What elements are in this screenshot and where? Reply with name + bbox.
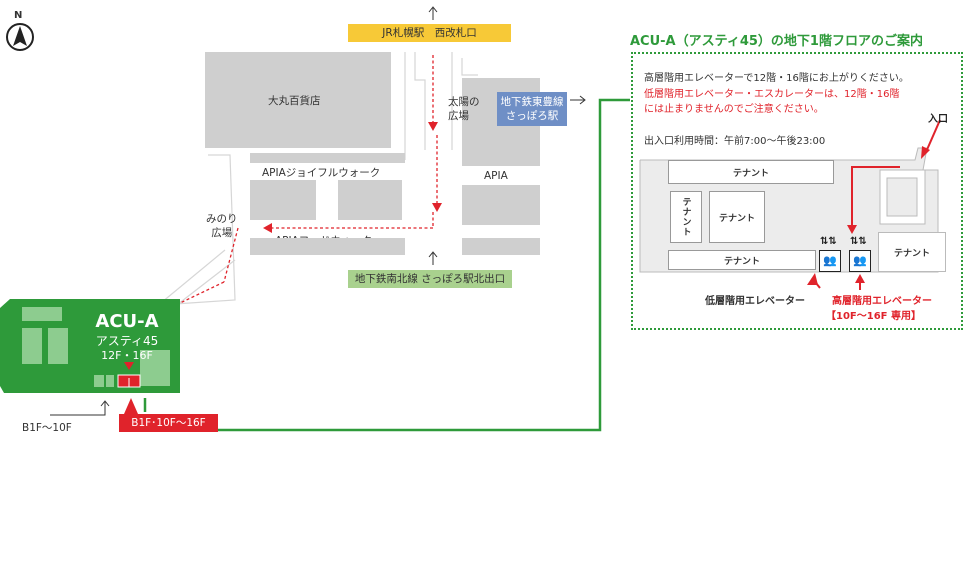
building-sub: アスティ45 (95, 334, 159, 348)
apia-joyful-label: APIAジョイフルウォーク (262, 167, 381, 179)
compass-north-icon (6, 23, 34, 51)
jr-station-tag[interactable]: JR札幌駅 西改札口 (348, 24, 511, 42)
low-elevator-label: 低層階用エレベーター (705, 296, 805, 307)
guide-panel: 高層階用エレベーターで12階・16階にお上がりください。 低層階用エレベーター・… (631, 52, 963, 330)
elevator-updown-icon: ⇅⇅ (850, 236, 867, 247)
tenant-right[interactable]: テナント (878, 232, 946, 272)
block-joyful-left (250, 180, 316, 220)
route-dashed-line (154, 55, 442, 316)
apia-label: APIA (484, 170, 508, 182)
guide-line3: には止まりませんのでご注意ください。 (644, 104, 824, 115)
tenant-middle[interactable]: テナント (709, 191, 765, 243)
b1-floor-label: B1F〜10F (22, 422, 72, 434)
tenant-vertical[interactable]: テナント (670, 191, 702, 243)
nanboku-exit-tag[interactable]: 地下鉄南北線 さっぽろ駅北出口 (348, 270, 512, 288)
tenant-top[interactable]: テナント (668, 160, 834, 184)
elevator-people-icon: 👥 (819, 250, 841, 272)
elevator-updown-icon: ⇅⇅ (820, 236, 837, 247)
apia-block (462, 185, 540, 225)
tenant-bottom[interactable]: テナント (668, 250, 816, 270)
daimaru-block (205, 52, 391, 148)
elevator-badge[interactable]: B1F･10F〜16F (119, 414, 218, 432)
low-elevator-icon[interactable]: ⇅⇅ 👥 (818, 236, 842, 274)
building-name: ACU-A (95, 311, 159, 332)
block-east-lower (462, 238, 540, 255)
entrance-label: 入口 (928, 114, 948, 125)
guide-line2: 低層階用エレベーター・エスカレーターは、12階・16階 (644, 89, 900, 100)
block-joyful-right (338, 180, 402, 220)
elevator-people-icon: 👥 (849, 250, 871, 272)
compass: N (5, 10, 35, 58)
taiyo-plaza-label: 太陽の 広場 (448, 96, 480, 122)
toho-station-tag[interactable]: 地下鉄東豊線 さっぽろ駅 (497, 92, 567, 126)
high-elevator-label: 高層階用エレベーター (832, 296, 932, 307)
guide-hours: 出入口利用時間：午前7:00〜午後23:00 (644, 136, 826, 147)
acu-a-building[interactable] (0, 296, 185, 400)
guide-title: ACU-A（アスティ45）の地下1階フロアのご案内 (630, 34, 923, 49)
red-pointer-icon (124, 398, 138, 414)
compass-letter: N (14, 10, 23, 21)
guide-line1: 高層階用エレベーターで12階・16階にお上がりください。 (644, 73, 909, 84)
block-joyful-top (250, 153, 405, 163)
minori-plaza-label: みのり 広場 (206, 213, 238, 239)
direction-arrows (50, 6, 586, 416)
block-food (250, 238, 405, 255)
daimaru-label: 大丸百貨店 (268, 95, 321, 107)
high-elevator-icon[interactable]: ⇅⇅ 👥 (848, 236, 872, 274)
high-elevator-note: 【10F〜16F 専用】 (826, 311, 921, 322)
building-floors: 12F・16F (101, 349, 153, 362)
